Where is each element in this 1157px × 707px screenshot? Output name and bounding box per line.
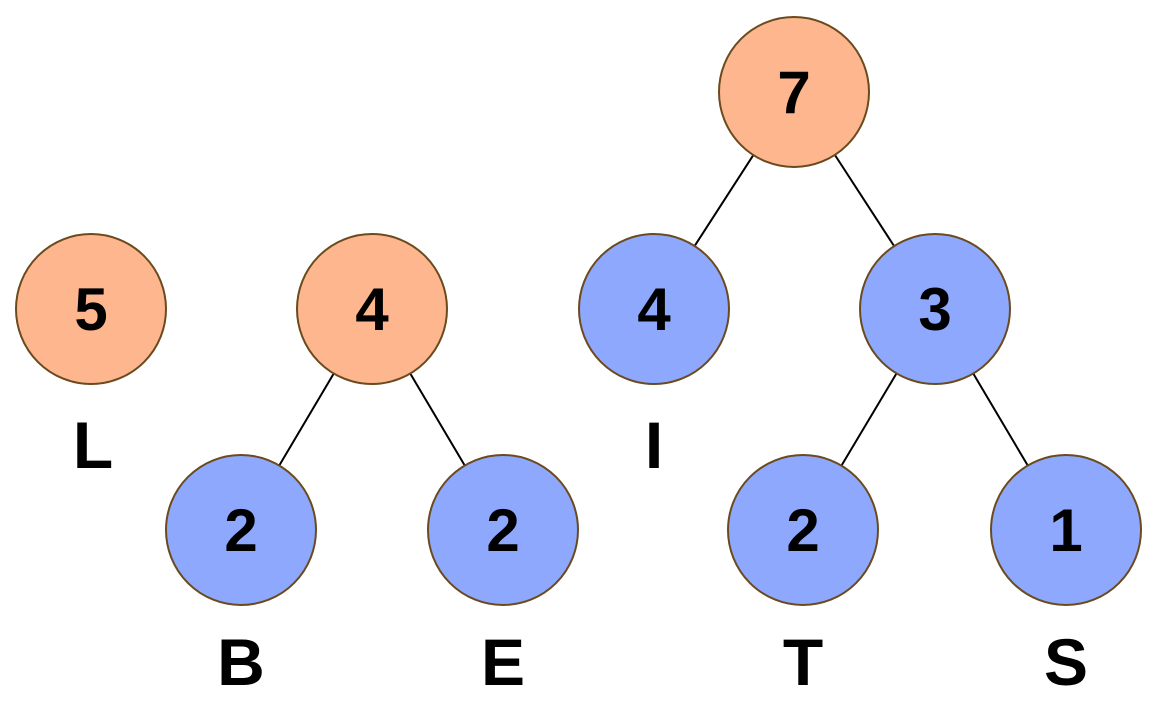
node-value: 4 — [637, 276, 671, 343]
node-letter-label: E — [481, 625, 525, 699]
tree-node-t3-right-right: 1S — [990, 454, 1142, 699]
tree-edge — [409, 373, 466, 466]
tree-edge — [834, 154, 895, 247]
node-value: 3 — [918, 276, 951, 343]
tree-node-t2-left: 2B — [165, 454, 317, 699]
node-value: 1 — [1049, 497, 1082, 564]
node-value: 2 — [786, 497, 819, 564]
tree-node-t3-left: 4I — [578, 233, 730, 482]
tree-node-t2-right: 2E — [427, 454, 579, 699]
node-value: 5 — [74, 276, 107, 343]
node-circle — [296, 233, 448, 385]
node-letter-label: I — [645, 408, 663, 482]
node-letter-label: T — [783, 625, 823, 699]
node-value: 4 — [355, 276, 389, 343]
tree-edge — [278, 373, 335, 466]
tree-node-t3-root: 7 — [718, 16, 870, 168]
node-letter-label: S — [1044, 625, 1088, 699]
node-circle — [727, 454, 879, 606]
node-letter-label: B — [217, 625, 265, 699]
node-value: 7 — [777, 59, 810, 126]
node-circle — [15, 233, 167, 385]
tree-node-t2-root: 4 — [296, 233, 448, 385]
node-circle — [165, 454, 317, 606]
node-circle — [718, 16, 870, 168]
tree-node-t3-right: 3 — [859, 233, 1011, 385]
edges-layer — [278, 154, 1029, 467]
node-value: 2 — [224, 497, 257, 564]
tree-edge — [693, 154, 755, 247]
node-circle — [990, 454, 1142, 606]
node-circle — [859, 233, 1011, 385]
node-value: 2 — [486, 497, 519, 564]
node-letter-label: L — [73, 408, 113, 482]
node-circle — [578, 233, 730, 385]
tree-edge — [972, 373, 1029, 466]
node-circle — [427, 454, 579, 606]
tree-edge — [840, 372, 898, 467]
tree-node-t3-right-left: 2T — [727, 454, 879, 699]
tree-node-t1-root: 5L — [15, 233, 167, 482]
